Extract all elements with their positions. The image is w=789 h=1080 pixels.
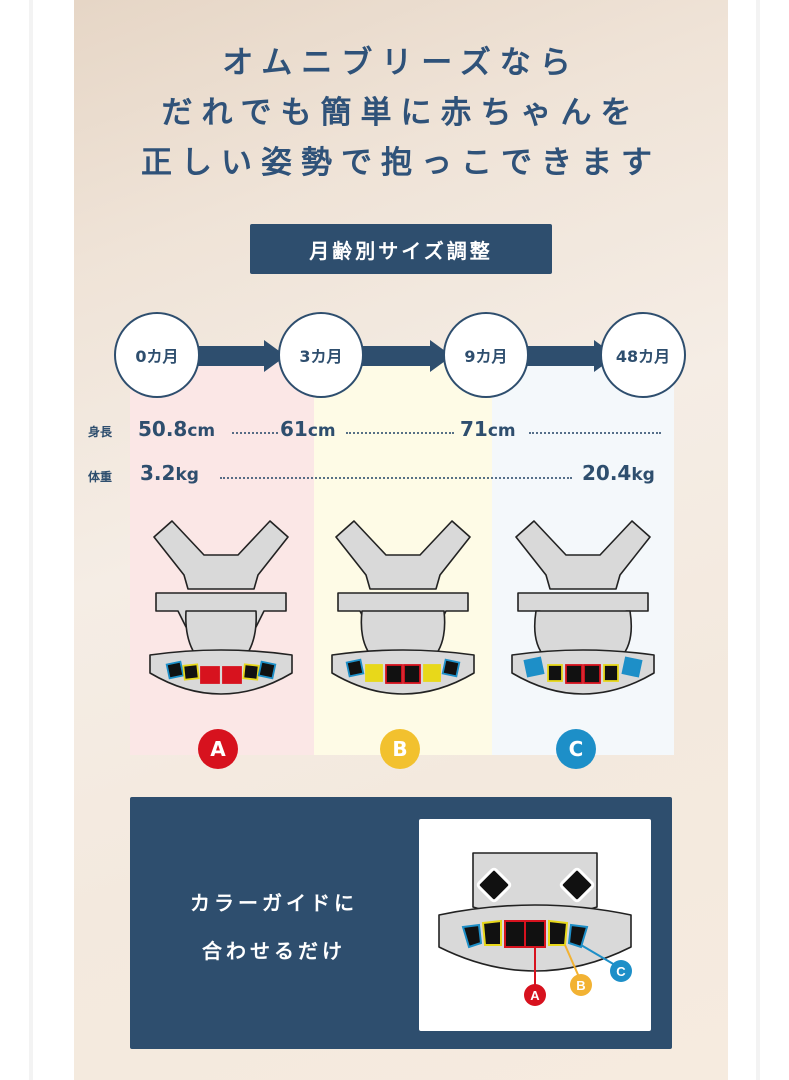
page-edge-right xyxy=(756,0,760,1080)
height-label: 身長 xyxy=(88,425,113,439)
height-dots xyxy=(232,432,278,434)
mode-a-badge: A xyxy=(198,729,238,769)
weight-label: 体重 xyxy=(88,470,113,484)
stage-0-months: 0カ月 xyxy=(114,312,200,398)
svg-text:B: B xyxy=(576,978,585,993)
svg-text:A: A xyxy=(530,988,540,1003)
mode-b-badge: B xyxy=(380,729,420,769)
stage-9-months: 9カ月 xyxy=(443,312,529,398)
arrow-right-icon xyxy=(196,340,286,372)
headline-line-1: オムニブリーズなら xyxy=(222,45,580,81)
height-value-end: 71cm xyxy=(460,417,516,441)
svg-text:C: C xyxy=(616,964,626,979)
mode-c-badge: C xyxy=(556,729,596,769)
infographic-panel: オムニブリーズなら だれでも簡単に赤ちゃんを 正しい姿勢で抱っこできます 月齢別… xyxy=(74,0,728,1080)
headline-line-2: だれでも簡単に赤ちゃんを xyxy=(161,95,641,131)
weight-value-end: 20.4kg xyxy=(582,461,655,485)
height-dots xyxy=(346,432,454,434)
carrier-mode-a-illustration xyxy=(149,520,293,695)
height-dots xyxy=(529,432,661,434)
color-guide-image: A B C xyxy=(419,819,651,1031)
weight-dots xyxy=(220,477,572,479)
section-label: 月齢別サイズ調整 xyxy=(250,224,552,274)
carrier-mode-b-illustration xyxy=(331,520,475,695)
weight-value-start: 3.2kg xyxy=(140,461,199,485)
arrow-right-icon xyxy=(362,340,452,372)
page-edge-left xyxy=(29,0,33,1080)
headline-line-3: 正しい姿勢で抱っこできます xyxy=(141,145,661,181)
headline: オムニブリーズなら だれでも簡単に赤ちゃんを 正しい姿勢で抱っこできます xyxy=(74,38,728,188)
color-guide-text: カラーガイドに 合わせるだけ xyxy=(190,891,358,963)
stage-3-months: 3カ月 xyxy=(278,312,364,398)
height-value-mid: 61cm xyxy=(280,417,336,441)
color-guide-box: カラーガイドに 合わせるだけ xyxy=(130,797,672,1049)
carrier-mode-c-illustration xyxy=(511,520,655,695)
waist-belt-closeup-illustration: A B C xyxy=(438,852,632,1006)
height-value-start: 50.8cm xyxy=(138,417,216,441)
stage-48-months: 48カ月 xyxy=(600,312,686,398)
